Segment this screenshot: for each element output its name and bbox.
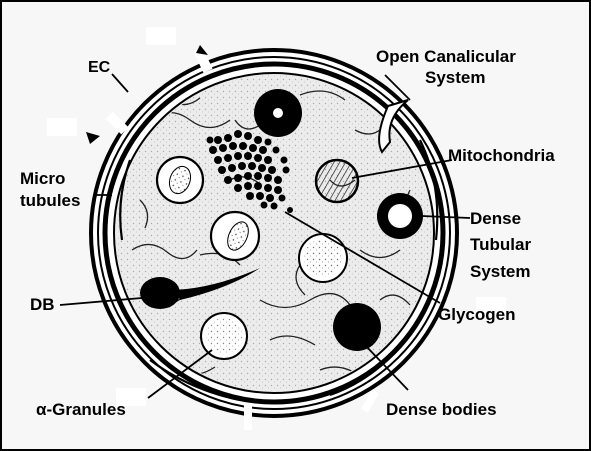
- alpha-granule-left: [157, 157, 203, 203]
- label-dense: Dense: [470, 208, 521, 229]
- mitochondrion: [316, 160, 358, 202]
- label-micro: Micro: [20, 168, 65, 189]
- label-db: DB: [30, 294, 55, 315]
- label-system: System: [470, 261, 530, 282]
- label-alpha-granules: α-Granules: [36, 399, 126, 420]
- label-ec: EC: [88, 58, 110, 77]
- label-open-canalicular: Open Canalicular: [376, 46, 516, 67]
- label-open-canalicular-system: System: [425, 67, 485, 88]
- dense-body-top: [254, 89, 302, 137]
- label-mitochondria: Mitochondria: [448, 145, 555, 166]
- label-dense-bodies: Dense bodies: [386, 399, 497, 420]
- label-glycogen: Glycogen: [438, 304, 515, 325]
- label-tubules: tubules: [20, 190, 80, 211]
- alpha-granule-middle: [211, 212, 259, 260]
- dense-ring-granule: [377, 193, 423, 239]
- alpha-granule-center: [299, 234, 347, 282]
- label-tubular: Tubular: [470, 234, 531, 255]
- dense-body-bottom: [333, 303, 381, 351]
